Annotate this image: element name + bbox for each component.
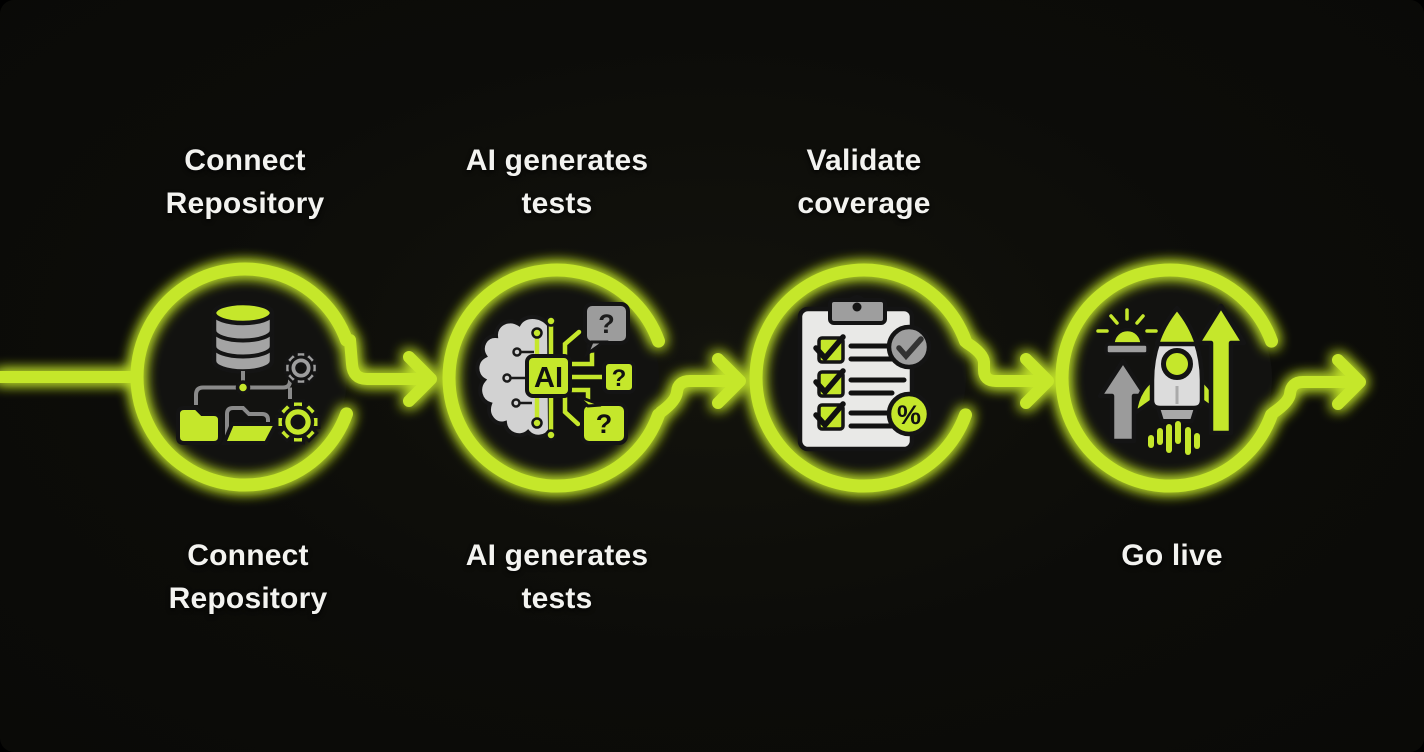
gear-large-icon — [275, 399, 321, 445]
rocket-launch-icon — [1096, 303, 1247, 455]
ai-chip: AI — [525, 354, 572, 398]
gear-small-icon — [283, 350, 319, 386]
connector-arrow-3 — [961, 337, 1054, 409]
folder-closed-icon — [176, 406, 222, 445]
question-square-lime-icon: ? — [602, 360, 636, 394]
step-top-label-validate-coverage: Validate coverage — [797, 144, 931, 220]
step-ring-connect-repository — [130, 262, 353, 492]
question-mark: ? — [612, 365, 627, 392]
arrowhead-icon — [1332, 354, 1366, 410]
siren-icon — [1096, 308, 1158, 356]
step-top-label-connect-repository: Connect Repository — [165, 144, 325, 220]
checklist-row — [813, 334, 907, 364]
connector-arrow-1 — [344, 334, 437, 407]
folder-open-icon — [220, 406, 280, 445]
step-ring-validate-coverage — [749, 263, 972, 493]
step-bottom-label-connect-repository: Connect Repository — [168, 539, 328, 615]
percent-sign: % — [897, 400, 921, 430]
node-dot — [235, 380, 251, 395]
arrowhead-icon — [403, 351, 437, 407]
step-ring-ai-generates-tests — [442, 263, 665, 493]
ai-chip-label: AI — [534, 362, 563, 394]
question-bubble-lime-icon: ? — [575, 394, 628, 445]
brain-circuit-detail — [502, 347, 534, 408]
ai-brain-chip-icon: AI ? ? ? — [475, 302, 636, 445]
chip-traces — [534, 321, 607, 435]
coverage-checklist-icon: % — [797, 295, 932, 452]
arrowhead-icon — [1020, 353, 1054, 409]
up-arrow-lime-icon — [1195, 303, 1247, 436]
clipboard-clip — [828, 295, 887, 325]
checklist-rows — [813, 334, 907, 431]
step-bottom-label-ai-generates-tests: AI generates tests — [465, 539, 649, 615]
exit-arrow — [1267, 354, 1366, 419]
question-mark: ? — [598, 309, 615, 339]
rocket-icon — [1133, 305, 1221, 455]
question-mark: ? — [596, 409, 613, 439]
database-icon — [211, 300, 275, 374]
repository-database-folders-gears-icon — [176, 300, 321, 445]
percent-badge-icon: % — [886, 391, 932, 437]
question-bubble-gray-icon: ? — [583, 302, 630, 359]
step-top-label-ai-generates-tests: AI generates tests — [465, 144, 649, 220]
step-bottom-label-go-live: Go live — [1121, 539, 1223, 572]
arrowhead-icon — [712, 353, 746, 409]
step-ring-go-live — [1055, 263, 1278, 493]
connector-arrow-2 — [655, 353, 746, 418]
rocket-exhaust — [1148, 421, 1200, 455]
check-badge-icon — [886, 324, 932, 370]
checklist-row — [813, 368, 907, 398]
